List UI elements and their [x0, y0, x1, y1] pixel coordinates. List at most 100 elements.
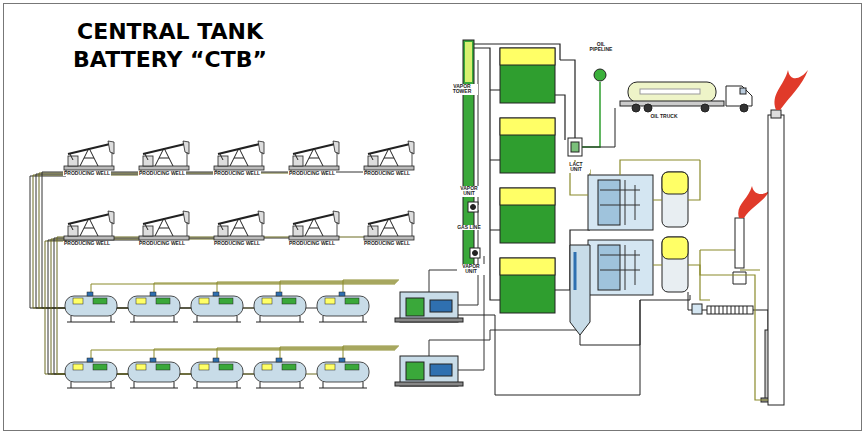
vapor-unit-part [468, 202, 478, 212]
compressor-unit-part [406, 362, 424, 380]
separator-icon-part [128, 296, 180, 316]
well-label: PRODUCING WELL [288, 171, 336, 176]
separator-icon-part [199, 364, 209, 370]
pumpjack-icon-part [143, 226, 153, 236]
pumpjack-icon [64, 141, 114, 170]
separator-icon-part [276, 358, 282, 362]
well-label: PRODUCING WELL [363, 171, 411, 176]
separator-icon-part [128, 362, 180, 382]
pumpjack-icon-part [183, 141, 189, 154]
stock-tanks-part [500, 258, 555, 275]
pumpjack-icon-part [295, 154, 298, 160]
pumpjack-icon-part [337, 152, 338, 166]
oil-truck-part [740, 104, 748, 112]
heater-treaters-part [598, 245, 620, 290]
compressor-unit-part [395, 318, 463, 322]
separator-icon-part [87, 292, 93, 296]
pumpjack-icon [364, 211, 414, 240]
separator-icon-part [73, 364, 83, 370]
pumpjack-icon [289, 141, 339, 170]
heater-treaters-part [600, 245, 640, 290]
equipment-label: VAPOR TOWER [446, 84, 478, 95]
heater-treaters-part [662, 237, 688, 292]
separator-icon-part [345, 364, 359, 370]
stock-tanks-part [500, 188, 555, 205]
pumpjack-icon-part [218, 156, 228, 166]
flare-stacks-part [768, 115, 784, 405]
well-label: PRODUCING WELL [138, 171, 186, 176]
vapor-unit-part [471, 205, 476, 210]
flare-stacks-part [700, 250, 768, 400]
lact-unit [568, 69, 615, 156]
vapor-tower [463, 40, 474, 272]
oil-truck-part [701, 104, 709, 112]
compressor-unit [395, 292, 463, 386]
separator-icon-part [191, 296, 243, 316]
pumpjack-icon-part [108, 211, 114, 224]
separator-icon-part [282, 364, 296, 370]
separator-icon [254, 292, 306, 322]
tank-piping-part [555, 95, 565, 140]
flare-stacks-part [771, 110, 781, 118]
compressor-unit-part [430, 300, 452, 312]
vapor-unit-part [473, 251, 478, 256]
pumpjack-icon-part [258, 211, 264, 224]
separators [65, 292, 369, 388]
separator-icon-part [93, 364, 107, 370]
pumpjack-icon-part [218, 144, 260, 154]
pumpjack-icon-part [368, 226, 378, 236]
equipment-label: LACT UNIT [562, 162, 590, 173]
pumpjack-icon-part [143, 156, 153, 166]
pumpjack-icon-part [183, 211, 189, 224]
separator-icon-part [282, 298, 296, 304]
separator-icon-part [262, 298, 272, 304]
tank-piping-part [474, 44, 575, 140]
flow-lines-part [217, 348, 397, 358]
separator-icon [65, 292, 117, 322]
pumpjack-icon-part [68, 226, 78, 236]
separator-icon [254, 358, 306, 388]
compressor-unit-part [430, 364, 452, 376]
separator-icon-part [150, 358, 156, 362]
pumpjack-icon-part [293, 226, 303, 236]
separator-icon-part [156, 364, 170, 370]
pumpjack-icon-part [139, 236, 189, 240]
disposal-system-part [688, 292, 768, 330]
stock-tanks-part [500, 48, 555, 103]
pumpjack-icon-part [68, 214, 110, 224]
stock-tanks-part [500, 118, 555, 173]
flare-stacks-part [775, 70, 808, 110]
separator-icon-part [193, 316, 241, 322]
pumpjack-icon-part [143, 214, 185, 224]
heater-treaters-part [574, 252, 577, 290]
pumpjack-icon [64, 211, 114, 240]
disposal-system [688, 292, 775, 402]
pumpjack-icon-part [218, 214, 260, 224]
well-label: PRODUCING WELL [63, 171, 111, 176]
pumpjack-icon [214, 211, 264, 240]
well-label: PRODUCING WELL [288, 241, 336, 246]
pumpjack-icon-part [262, 152, 263, 166]
separator-icon-part [193, 382, 241, 388]
separator-icon [128, 292, 180, 322]
heater-treaters-part [588, 175, 653, 230]
flare-stacks-part [738, 186, 770, 218]
heater-treaters-part [662, 172, 688, 227]
lact-unit-part [568, 138, 582, 156]
pumpjack-icon [139, 211, 189, 240]
stock-tanks-part [500, 48, 555, 65]
equipment-label: OIL TRUCK [648, 114, 680, 119]
pumpjack-icon-part [187, 152, 188, 166]
well-label: PRODUCING WELL [138, 241, 186, 246]
pumpjack-icon-part [70, 224, 73, 230]
oil-truck-part [640, 89, 700, 94]
pumpjack-icon-part [368, 156, 378, 166]
pumpjack-icon-part [412, 222, 413, 236]
separator-icon-part [191, 362, 243, 382]
pumpjack-icon-part [293, 214, 335, 224]
pumpjack-icon-part [364, 236, 414, 240]
stock-tanks-part [500, 188, 555, 243]
oil-truck-part [628, 82, 716, 102]
lact-unit-part [594, 69, 606, 81]
flow-lines-part [343, 280, 399, 292]
